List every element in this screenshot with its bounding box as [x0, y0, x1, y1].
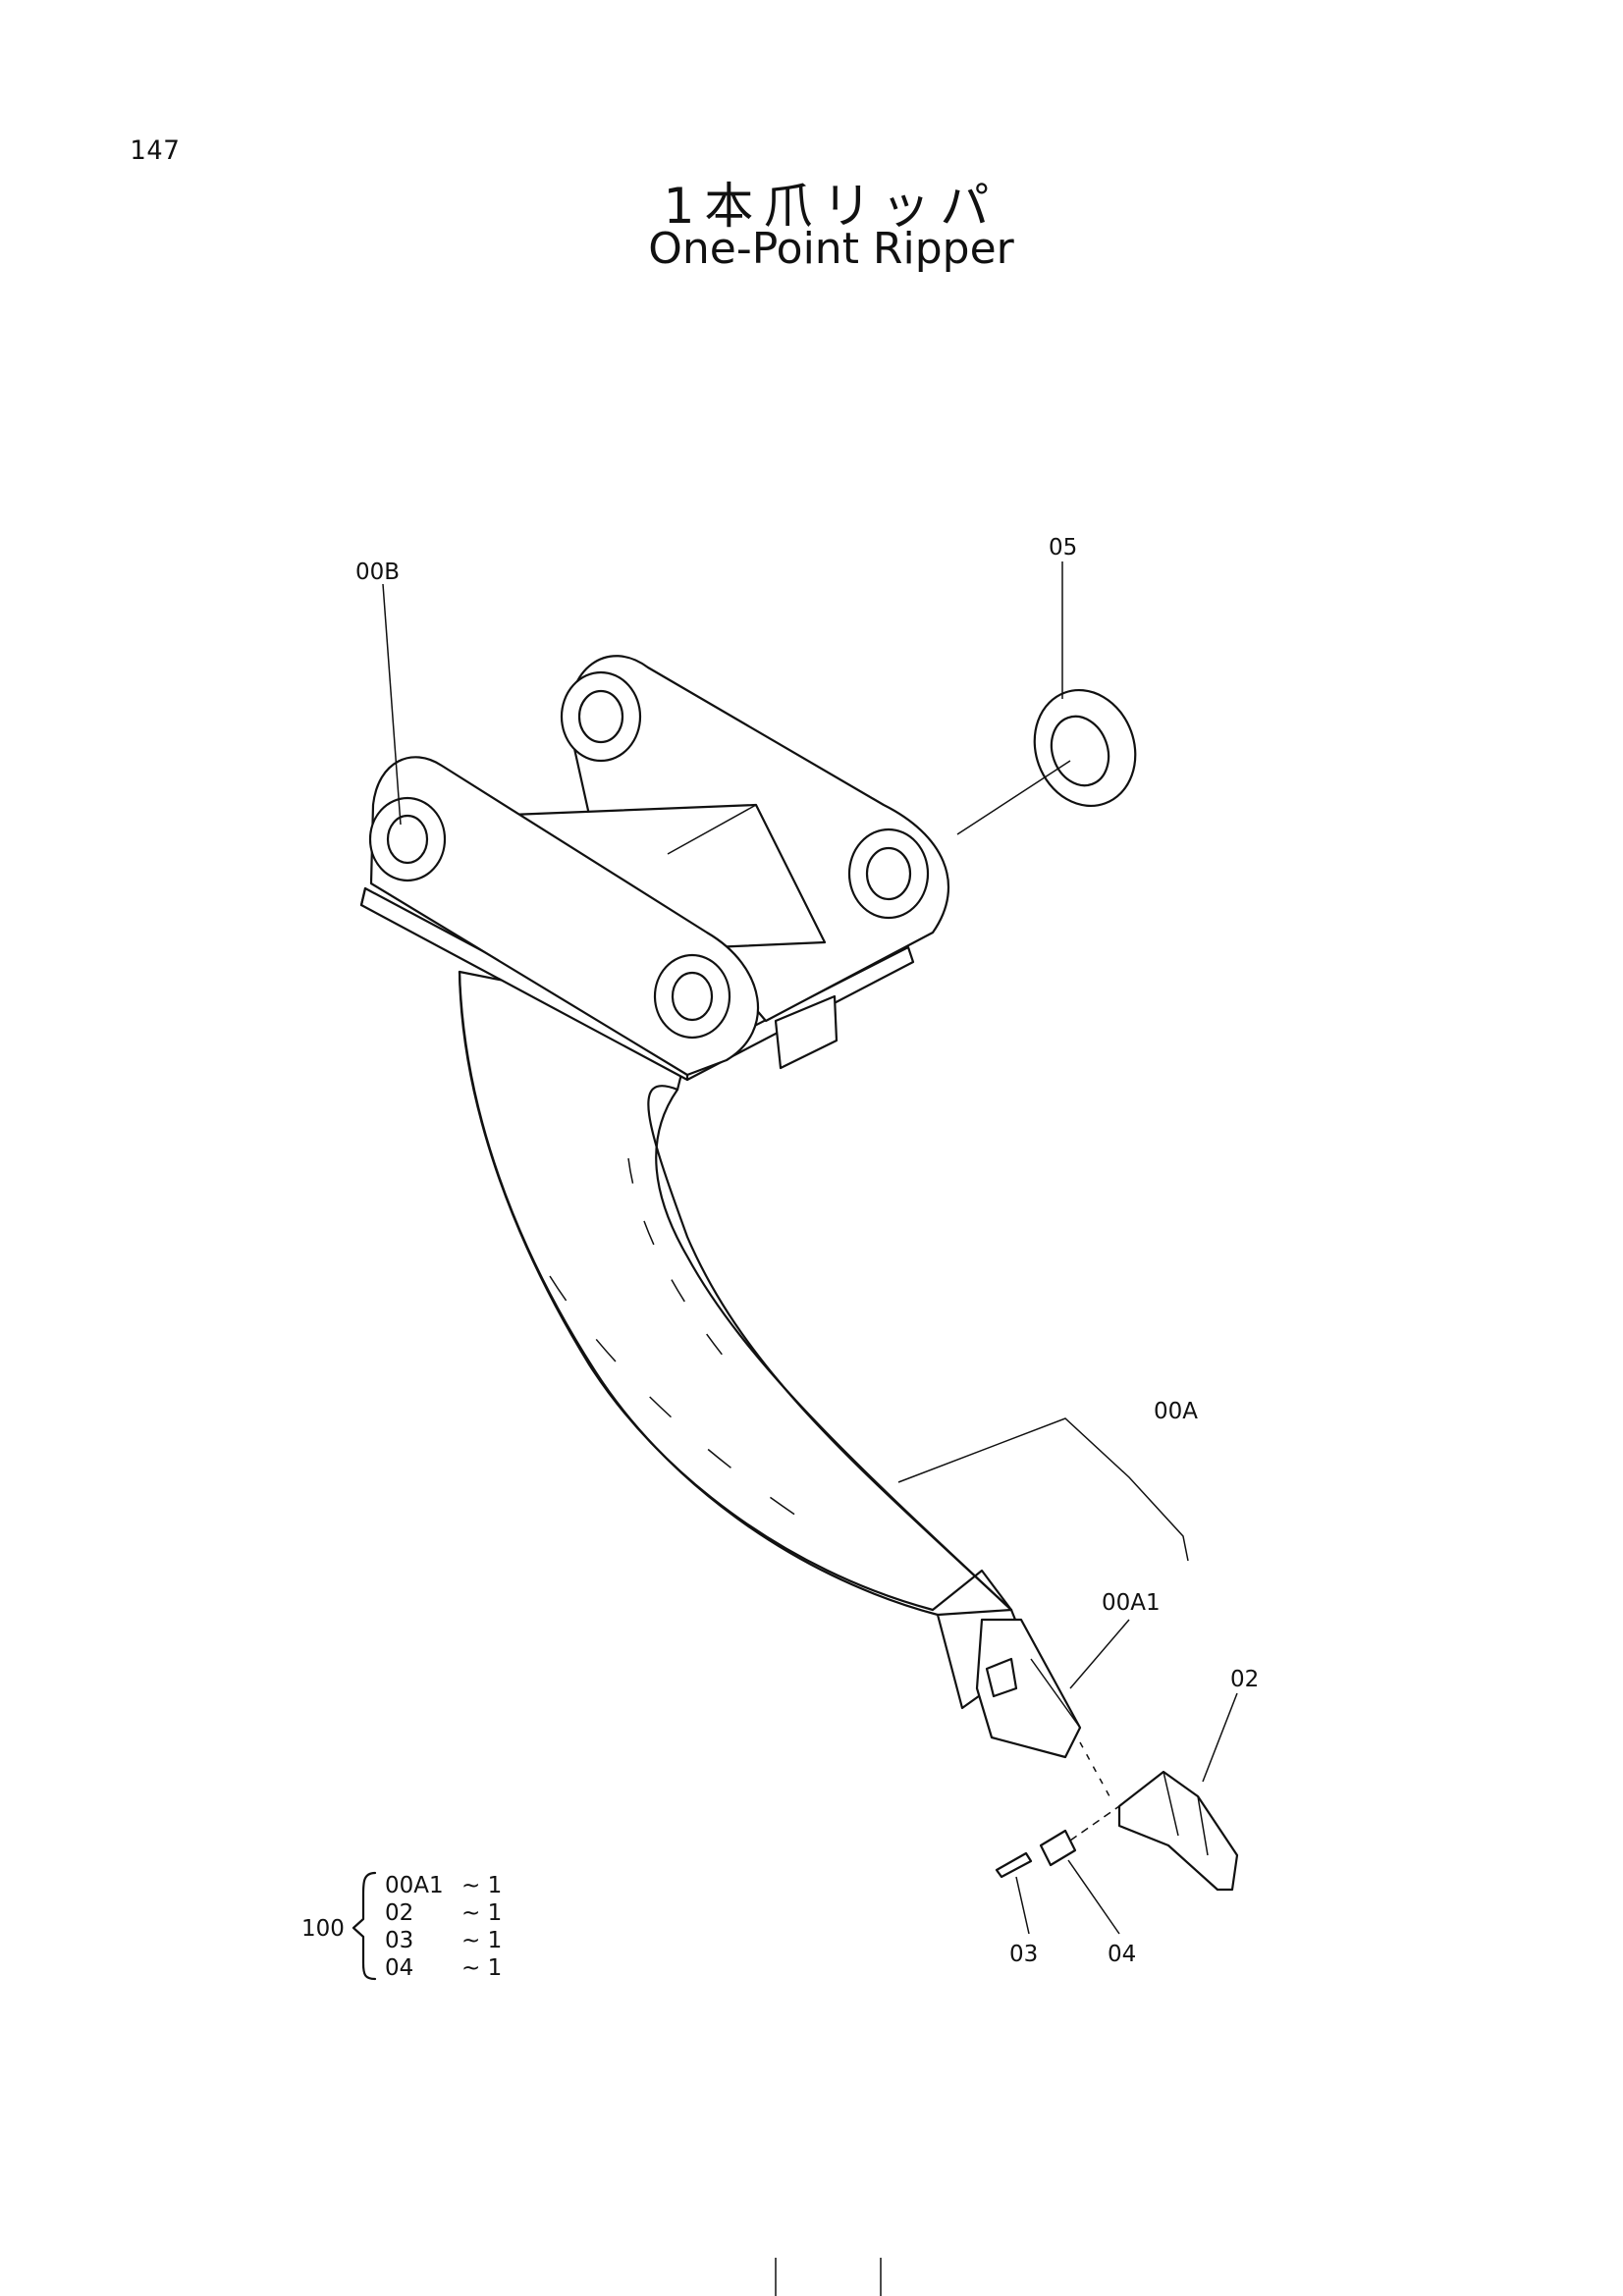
page-title-japanese: 1本爪リッパ — [663, 178, 1000, 235]
mounting-bracket-part-00B — [359, 655, 949, 1082]
callout-00A: 00A — [1154, 1399, 1198, 1424]
kit-row-part: 04 — [385, 1955, 413, 1981]
page-title-english: One-Point Ripper — [648, 224, 1014, 274]
washer-part-05 — [956, 688, 1137, 835]
tooth-part-02 — [1117, 1770, 1239, 1892]
callout-02: 02 — [1230, 1667, 1259, 1692]
adapter-part-00A1 — [936, 1608, 1082, 1759]
ripper-shank-part-00A — [458, 970, 1013, 1617]
kit-row-part: 03 — [385, 1928, 413, 1953]
callout-00B: 00B — [355, 560, 400, 585]
kit-row-part: 00A1 — [385, 1873, 444, 1898]
kit-row-qty: ~ 1 — [461, 1873, 502, 1898]
kit-row-qty: ~ 1 — [461, 1900, 502, 1926]
callout-00A1: 00A1 — [1102, 1590, 1161, 1616]
scan-marks — [775, 2258, 882, 2296]
page-number: 147 — [130, 135, 181, 166]
callout-05: 05 — [1049, 535, 1077, 561]
leader-lines — [382, 561, 1238, 1935]
kit-number: 100 — [301, 1916, 345, 1942]
kit-row-part: 02 — [385, 1900, 413, 1926]
kit-row-qty: ~ 1 — [461, 1928, 502, 1953]
callout-04: 04 — [1108, 1942, 1136, 1967]
callout-03: 03 — [1009, 1942, 1038, 1967]
lock-part-04 — [1039, 1829, 1077, 1867]
kit-row-qty: ~ 1 — [461, 1955, 502, 1981]
kit-list: 100 00A1 ~ 1 02 ~ 1 03 ~ 1 04 ~ 1 — [301, 1871, 502, 1981]
pin-part-03 — [995, 1851, 1033, 1879]
